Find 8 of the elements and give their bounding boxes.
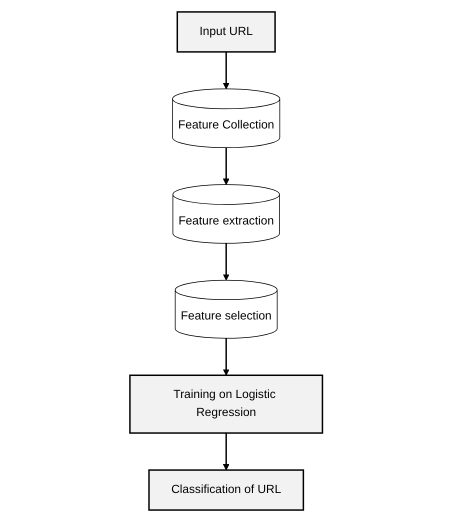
arrow — [223, 51, 230, 89]
arrow — [223, 432, 230, 470]
node-box: Classification of URL — [148, 468, 304, 510]
node-box: Input URL — [176, 10, 276, 52]
node-box: Training on Logistic Regression — [130, 374, 324, 434]
arrow — [223, 242, 230, 280]
arrow — [223, 147, 230, 184]
arrow — [223, 338, 230, 376]
